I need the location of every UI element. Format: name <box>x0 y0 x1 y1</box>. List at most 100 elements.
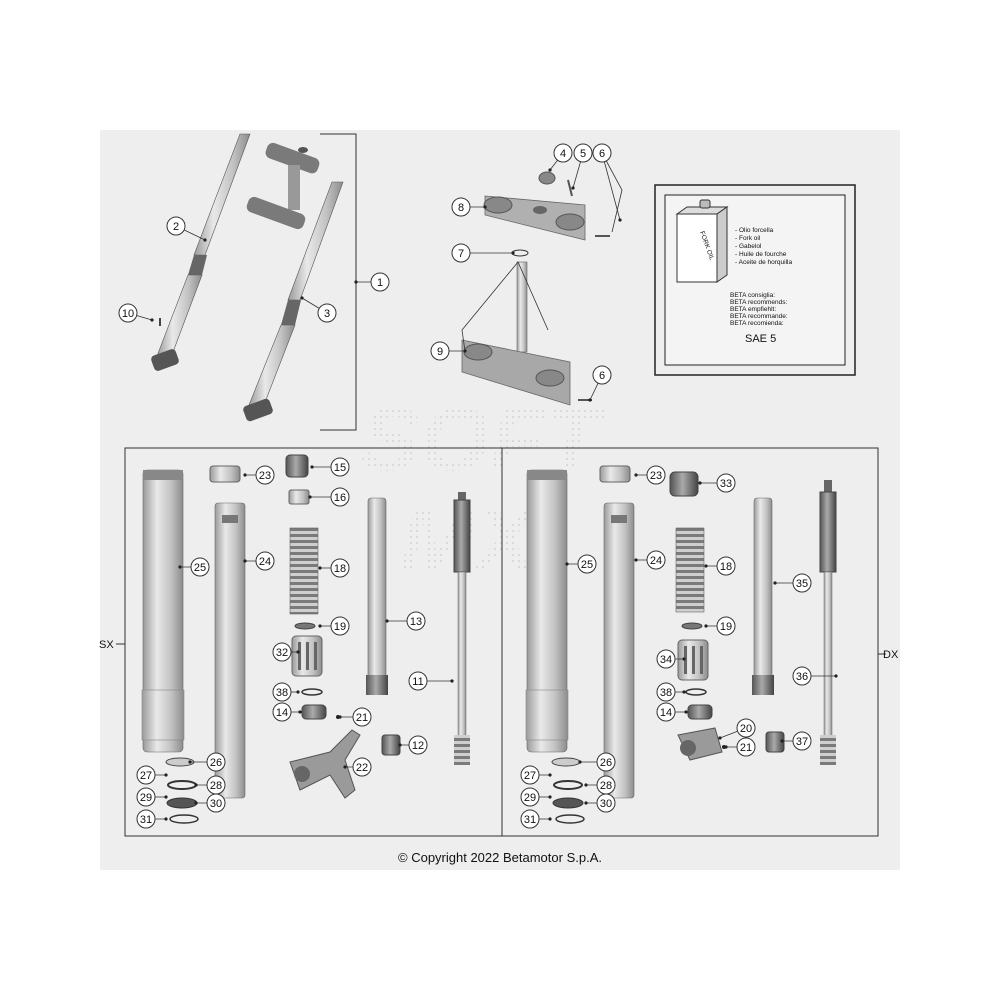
callout-number: 14 <box>276 707 288 719</box>
oil-grade: SAE 5 <box>745 333 776 345</box>
callout-19: 19 <box>704 616 736 636</box>
callout-number: 4 <box>560 148 566 160</box>
callout-21: 21 <box>724 737 756 757</box>
callout-6: 6 <box>592 143 622 222</box>
sx-inner-tube <box>214 502 246 799</box>
oil-recommend-line: BETA consiglia: <box>730 292 775 299</box>
dx-cartridge-34 <box>677 639 709 681</box>
sx-outer-tube <box>141 469 185 753</box>
callout-number: 34 <box>660 654 672 666</box>
leader-9-bracket <box>461 261 549 352</box>
callout-number: 24 <box>259 556 271 568</box>
callout-number: 28 <box>210 780 222 792</box>
callout-35: 35 <box>773 573 812 593</box>
sx-nut-12 <box>381 734 401 756</box>
dx-ring-28 <box>553 780 583 790</box>
dx-bushing-23 <box>599 465 631 483</box>
callout-25: 25 <box>178 557 210 577</box>
callout-number: 24 <box>650 555 662 567</box>
dx-washer-19 <box>681 622 703 630</box>
sx-damper-rod-13 <box>366 497 388 695</box>
callout-3: 3 <box>300 296 337 323</box>
callout-32: 32 <box>272 642 300 662</box>
callout-number: 8 <box>458 202 464 214</box>
callout-15: 15 <box>310 457 350 477</box>
dx-seal-14 <box>687 704 713 720</box>
callout-29: 29 <box>136 787 168 807</box>
triple-clamp-assembled <box>246 142 320 230</box>
callout-number: 26 <box>600 757 612 769</box>
sx-washer-19 <box>294 622 316 630</box>
callout-34: 34 <box>656 649 686 669</box>
oil-recommend-line: BETA recommande: <box>730 313 788 320</box>
callout-number: 31 <box>524 814 536 826</box>
callout-19: 19 <box>318 616 350 636</box>
dx-ring-38 <box>685 688 707 696</box>
callout-16: 16 <box>308 487 350 507</box>
callout-38: 38 <box>272 682 300 702</box>
copyright-notice: © Copyright 2022 Betamotor S.p.A. <box>398 850 602 865</box>
assembled-fork-right <box>243 181 344 422</box>
sx-cartridge-rod-11 <box>453 492 471 765</box>
callout-8: 8 <box>451 197 487 217</box>
callout-30: 30 <box>584 793 616 813</box>
dx-damper-rod-35 <box>752 497 774 695</box>
callout-number: 19 <box>334 621 346 633</box>
callout-13: 13 <box>385 611 426 631</box>
callout-37: 37 <box>780 731 812 751</box>
sx-fork-foot-22 <box>289 729 361 799</box>
callout-number: 9 <box>437 346 443 358</box>
callout-27: 27 <box>520 765 552 785</box>
panel-dx <box>501 447 879 837</box>
dx-outer-tube <box>525 469 569 753</box>
callout-number: 15 <box>334 462 346 474</box>
oil-name-line: - Fork oil <box>735 235 761 242</box>
callout-26: 26 <box>188 752 226 772</box>
callout-31: 31 <box>520 809 552 829</box>
assembled-fork-left <box>151 133 251 371</box>
callout-number: 29 <box>524 792 536 804</box>
dx-cap-33 <box>669 471 699 497</box>
callout-number: 18 <box>720 561 732 573</box>
callout-6: 6 <box>588 365 612 402</box>
callout-number: 25 <box>194 562 206 574</box>
callout-number: 31 <box>140 814 152 826</box>
oil-name-line: - Olio forcella <box>735 227 774 234</box>
callout-number: 33 <box>720 478 732 490</box>
callout-number: 26 <box>210 757 222 769</box>
callout-number: 30 <box>210 798 222 810</box>
callout-2: 2 <box>166 216 207 242</box>
callout-25: 25 <box>565 554 597 574</box>
callout-number: 28 <box>600 780 612 792</box>
sx-clip-31 <box>169 814 199 824</box>
callout-1: 1 <box>354 272 390 292</box>
callout-38: 38 <box>656 682 686 702</box>
callout-number: 19 <box>720 621 732 633</box>
callout-12: 12 <box>398 735 428 755</box>
fork-oil-box: FORK OIL - Olio forcella- Fork oil- Gabe… <box>654 184 856 376</box>
callout-23: 23 <box>243 465 275 485</box>
dx-inner-tube <box>603 502 635 799</box>
sx-spring-18 <box>289 527 319 615</box>
callout-14: 14 <box>272 702 302 722</box>
callout-number: 3 <box>324 308 330 320</box>
oil-recommend-line: BETA recomienda: <box>730 320 784 327</box>
callout-number: 10 <box>122 308 134 320</box>
callout-11: 11 <box>408 671 454 691</box>
callout-number: 21 <box>740 742 752 754</box>
callout-number: 13 <box>410 616 422 628</box>
oil-name-line: - Gabelol <box>735 243 762 250</box>
callout-36: 36 <box>792 666 838 686</box>
sx-seal-14 <box>301 704 327 720</box>
callout-number: 27 <box>524 770 536 782</box>
callout-27: 27 <box>136 765 168 785</box>
callout-10: 10 <box>118 303 154 323</box>
sx-cap-15 <box>285 454 309 478</box>
sx-bushing-23 <box>209 465 241 483</box>
callout-22: 22 <box>343 757 372 777</box>
watermark: SOFT MX <box>360 390 607 590</box>
callout-26: 26 <box>578 752 616 772</box>
oil-recommend-line: BETA empfiehlt: <box>730 306 776 313</box>
